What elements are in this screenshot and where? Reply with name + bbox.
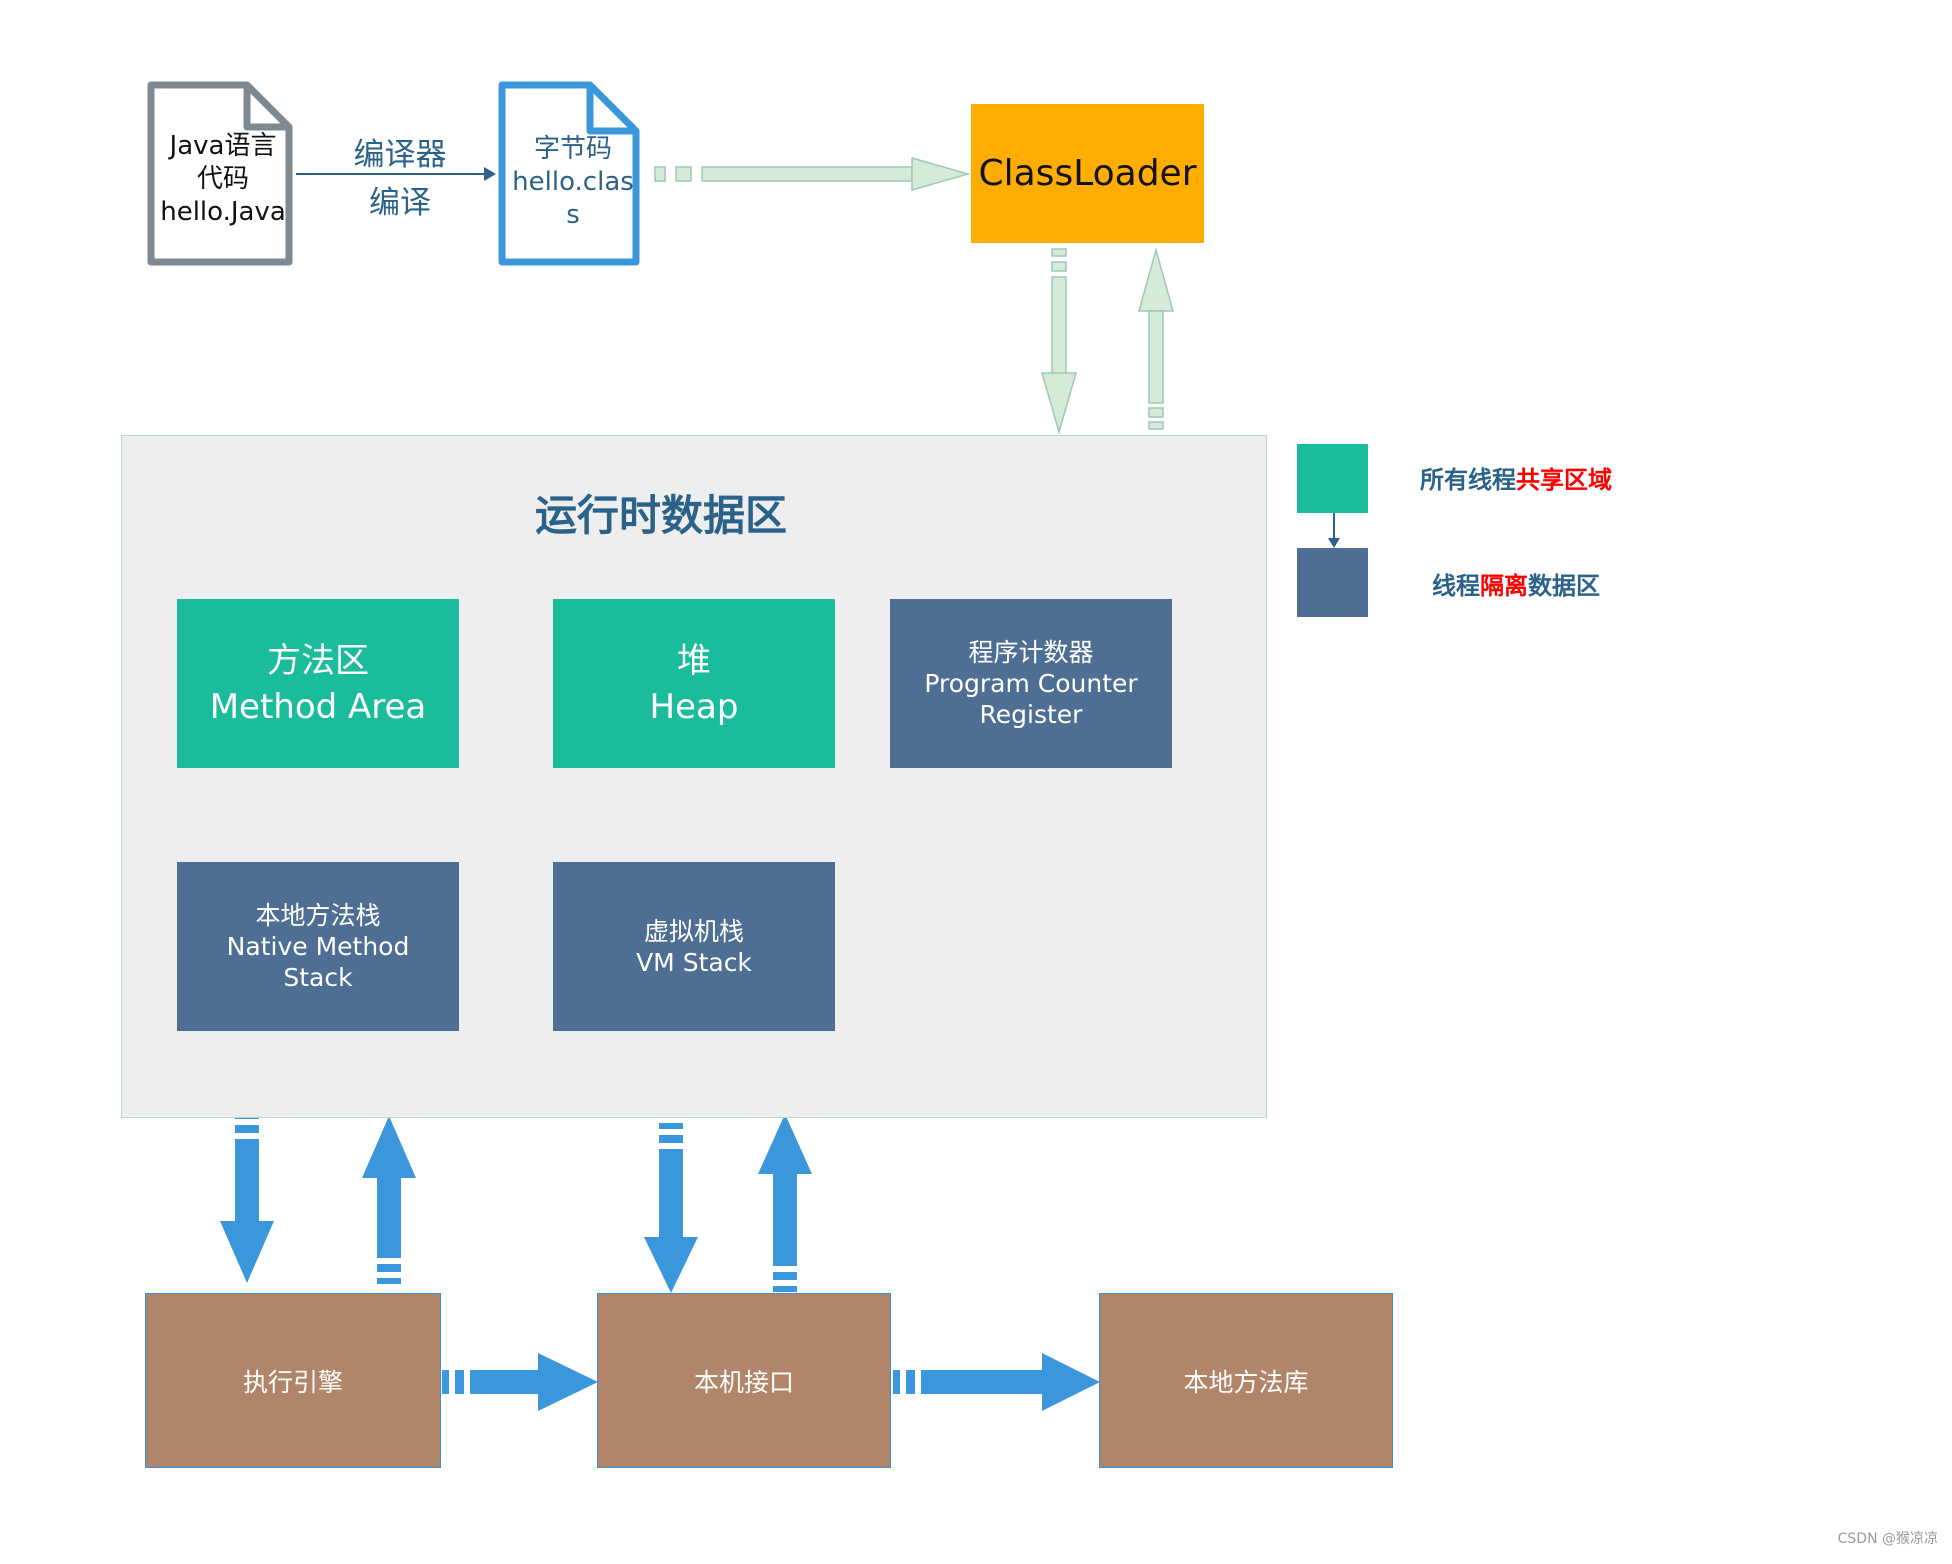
legend-shared-highlight: 共享区域 <box>1516 466 1612 494</box>
program-counter-en: Program Counter Register <box>924 669 1138 729</box>
legend-isolated-prefix: 线程 <box>1432 572 1480 600</box>
execution-engine-box: 执行引擎 <box>145 1293 441 1468</box>
native-method-stack-zh: 本地方法栈 <box>255 901 381 930</box>
native-interface-box: 本机接口 <box>597 1293 891 1468</box>
java-source-file-label: Java语言 代码 hello.Java <box>158 130 288 229</box>
bytecode-line-2: hello.clas <box>512 167 634 197</box>
bytecode-line-3: s <box>566 200 580 230</box>
native-interface-label: 本机接口 <box>693 1367 794 1397</box>
program-counter-block: 程序计数器 Program Counter Register <box>890 599 1172 768</box>
method-area-en: Method Area <box>209 686 427 727</box>
program-counter-zh: 程序计数器 <box>968 638 1094 667</box>
legend-arrowhead <box>1328 538 1340 548</box>
engine-to-interface-arrow <box>442 1353 598 1411</box>
engine-to-runtime-arrow <box>362 1116 416 1284</box>
method-area-zh: 方法区 <box>267 640 369 681</box>
runtime-to-classloader-arrow <box>1138 247 1174 430</box>
runtime-to-engine-arrow <box>220 1113 274 1283</box>
java-source-file-icon <box>147 81 293 266</box>
native-library-box: 本地方法库 <box>1099 1293 1393 1468</box>
legend-isolated-label: 线程隔离数据区 <box>1432 566 1600 601</box>
classloader-label: ClassLoader <box>978 153 1197 194</box>
bytecode-file-label: 字节码 hello.clas s <box>506 133 640 232</box>
legend-isolated-suffix: 数据区 <box>1528 572 1600 600</box>
interface-to-runtime-arrow <box>758 1114 812 1292</box>
method-area-block: 方法区 Method Area <box>177 599 459 768</box>
native-method-stack-block: 本地方法栈 Native Method Stack <box>177 862 459 1031</box>
native-library-label: 本地方法库 <box>1183 1367 1309 1397</box>
watermark: CSDN @猴凉凉 <box>1837 1531 1938 1547</box>
vm-stack-en: VM Stack <box>636 947 752 977</box>
java-source-line-2: 代码 <box>196 164 249 194</box>
legend-shared-prefix: 所有线程 <box>1420 466 1516 494</box>
interface-to-library-arrow <box>893 1353 1100 1411</box>
legend-shared-label: 所有线程共享区域 <box>1420 460 1612 495</box>
compile-arrowhead <box>484 167 496 181</box>
heap-en: Heap <box>649 686 739 727</box>
runtime-to-interface-arrow <box>644 1123 698 1293</box>
vm-stack-zh: 虚拟机栈 <box>643 916 744 946</box>
runtime-data-area-title: 运行时数据区 <box>534 491 787 540</box>
classloader-to-runtime-arrow <box>1041 248 1077 435</box>
native-method-stack-en: Native Method Stack <box>226 932 410 992</box>
heap-block: 堆 Heap <box>553 599 835 768</box>
legend-shared-swatch <box>1297 444 1368 513</box>
classloader-box: ClassLoader <box>971 104 1204 243</box>
heap-zh: 堆 <box>677 640 711 681</box>
compile-label: 编译 <box>369 185 431 221</box>
legend-isolated-highlight: 隔离 <box>1480 572 1528 600</box>
bytecode-to-classloader-arrow <box>654 157 971 191</box>
compiler-label: 编译器 <box>353 137 447 173</box>
bytecode-line-1: 字节码 <box>533 134 612 164</box>
bytecode-file-icon <box>498 81 640 266</box>
execution-engine-label: 执行引擎 <box>242 1367 343 1397</box>
java-source-line-1: Java语言 <box>169 131 277 161</box>
java-source-line-3: hello.Java <box>160 197 286 227</box>
legend-isolated-swatch <box>1297 548 1368 617</box>
vm-stack-block: 虚拟机栈 VM Stack <box>553 862 835 1031</box>
